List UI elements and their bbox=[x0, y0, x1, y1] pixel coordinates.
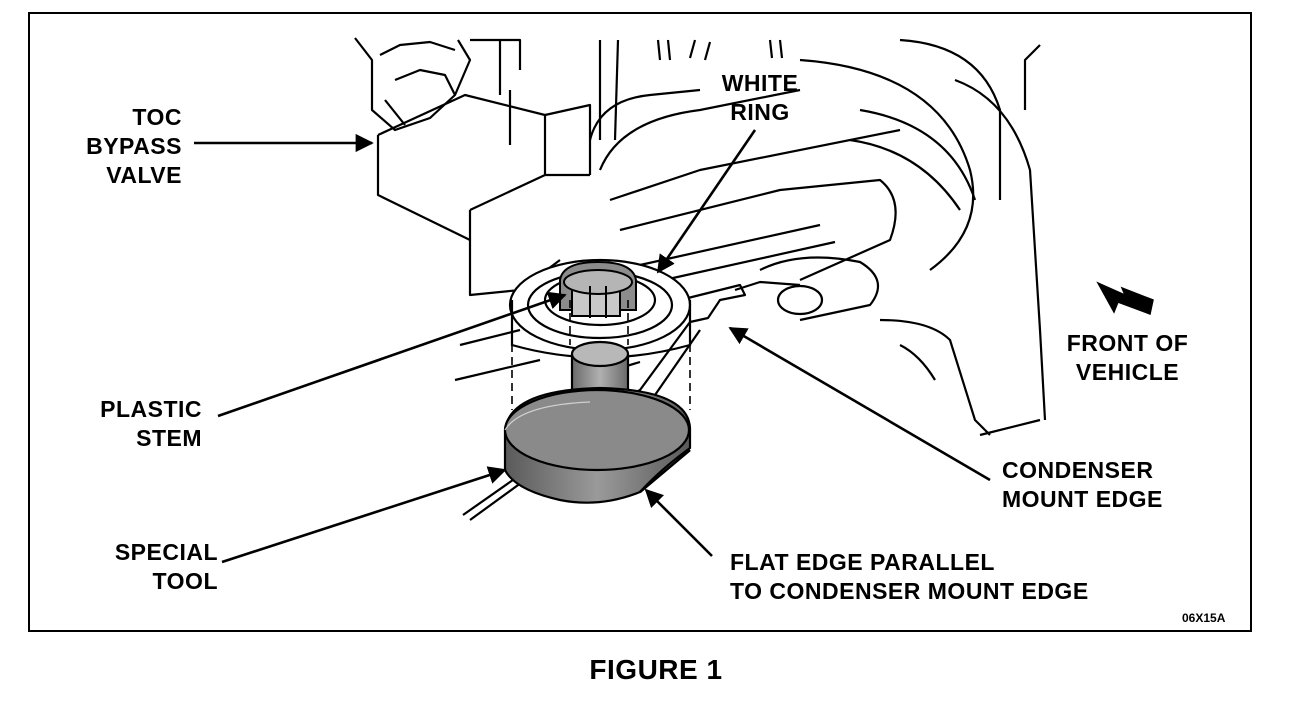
front-arrow bbox=[1096, 281, 1154, 316]
label-toc-bypass-valve: TOC BYPASS VALVE bbox=[86, 104, 182, 188]
label-flat-edge: FLAT EDGE PARALLEL TO CONDENSER MOUNT ED… bbox=[730, 549, 1089, 604]
plastic-stem bbox=[559, 260, 637, 318]
figure-code: 06X15A bbox=[1182, 611, 1226, 625]
label-condenser-mount-edge: CONDENSER MOUNT EDGE bbox=[1002, 457, 1163, 512]
label-special-tool: SPECIAL TOOL bbox=[114, 539, 218, 594]
leader-arrows bbox=[194, 129, 991, 564]
label-plastic-stem: PLASTIC STEM bbox=[100, 396, 202, 451]
special-tool-shape bbox=[503, 300, 692, 504]
figure-caption: FIGURE 1 bbox=[589, 654, 723, 685]
housing-lines bbox=[354, 37, 1047, 521]
label-white-ring: WHITE RING bbox=[721, 70, 799, 125]
label-front-of-vehicle: FRONT OF VEHICLE bbox=[1066, 330, 1189, 385]
